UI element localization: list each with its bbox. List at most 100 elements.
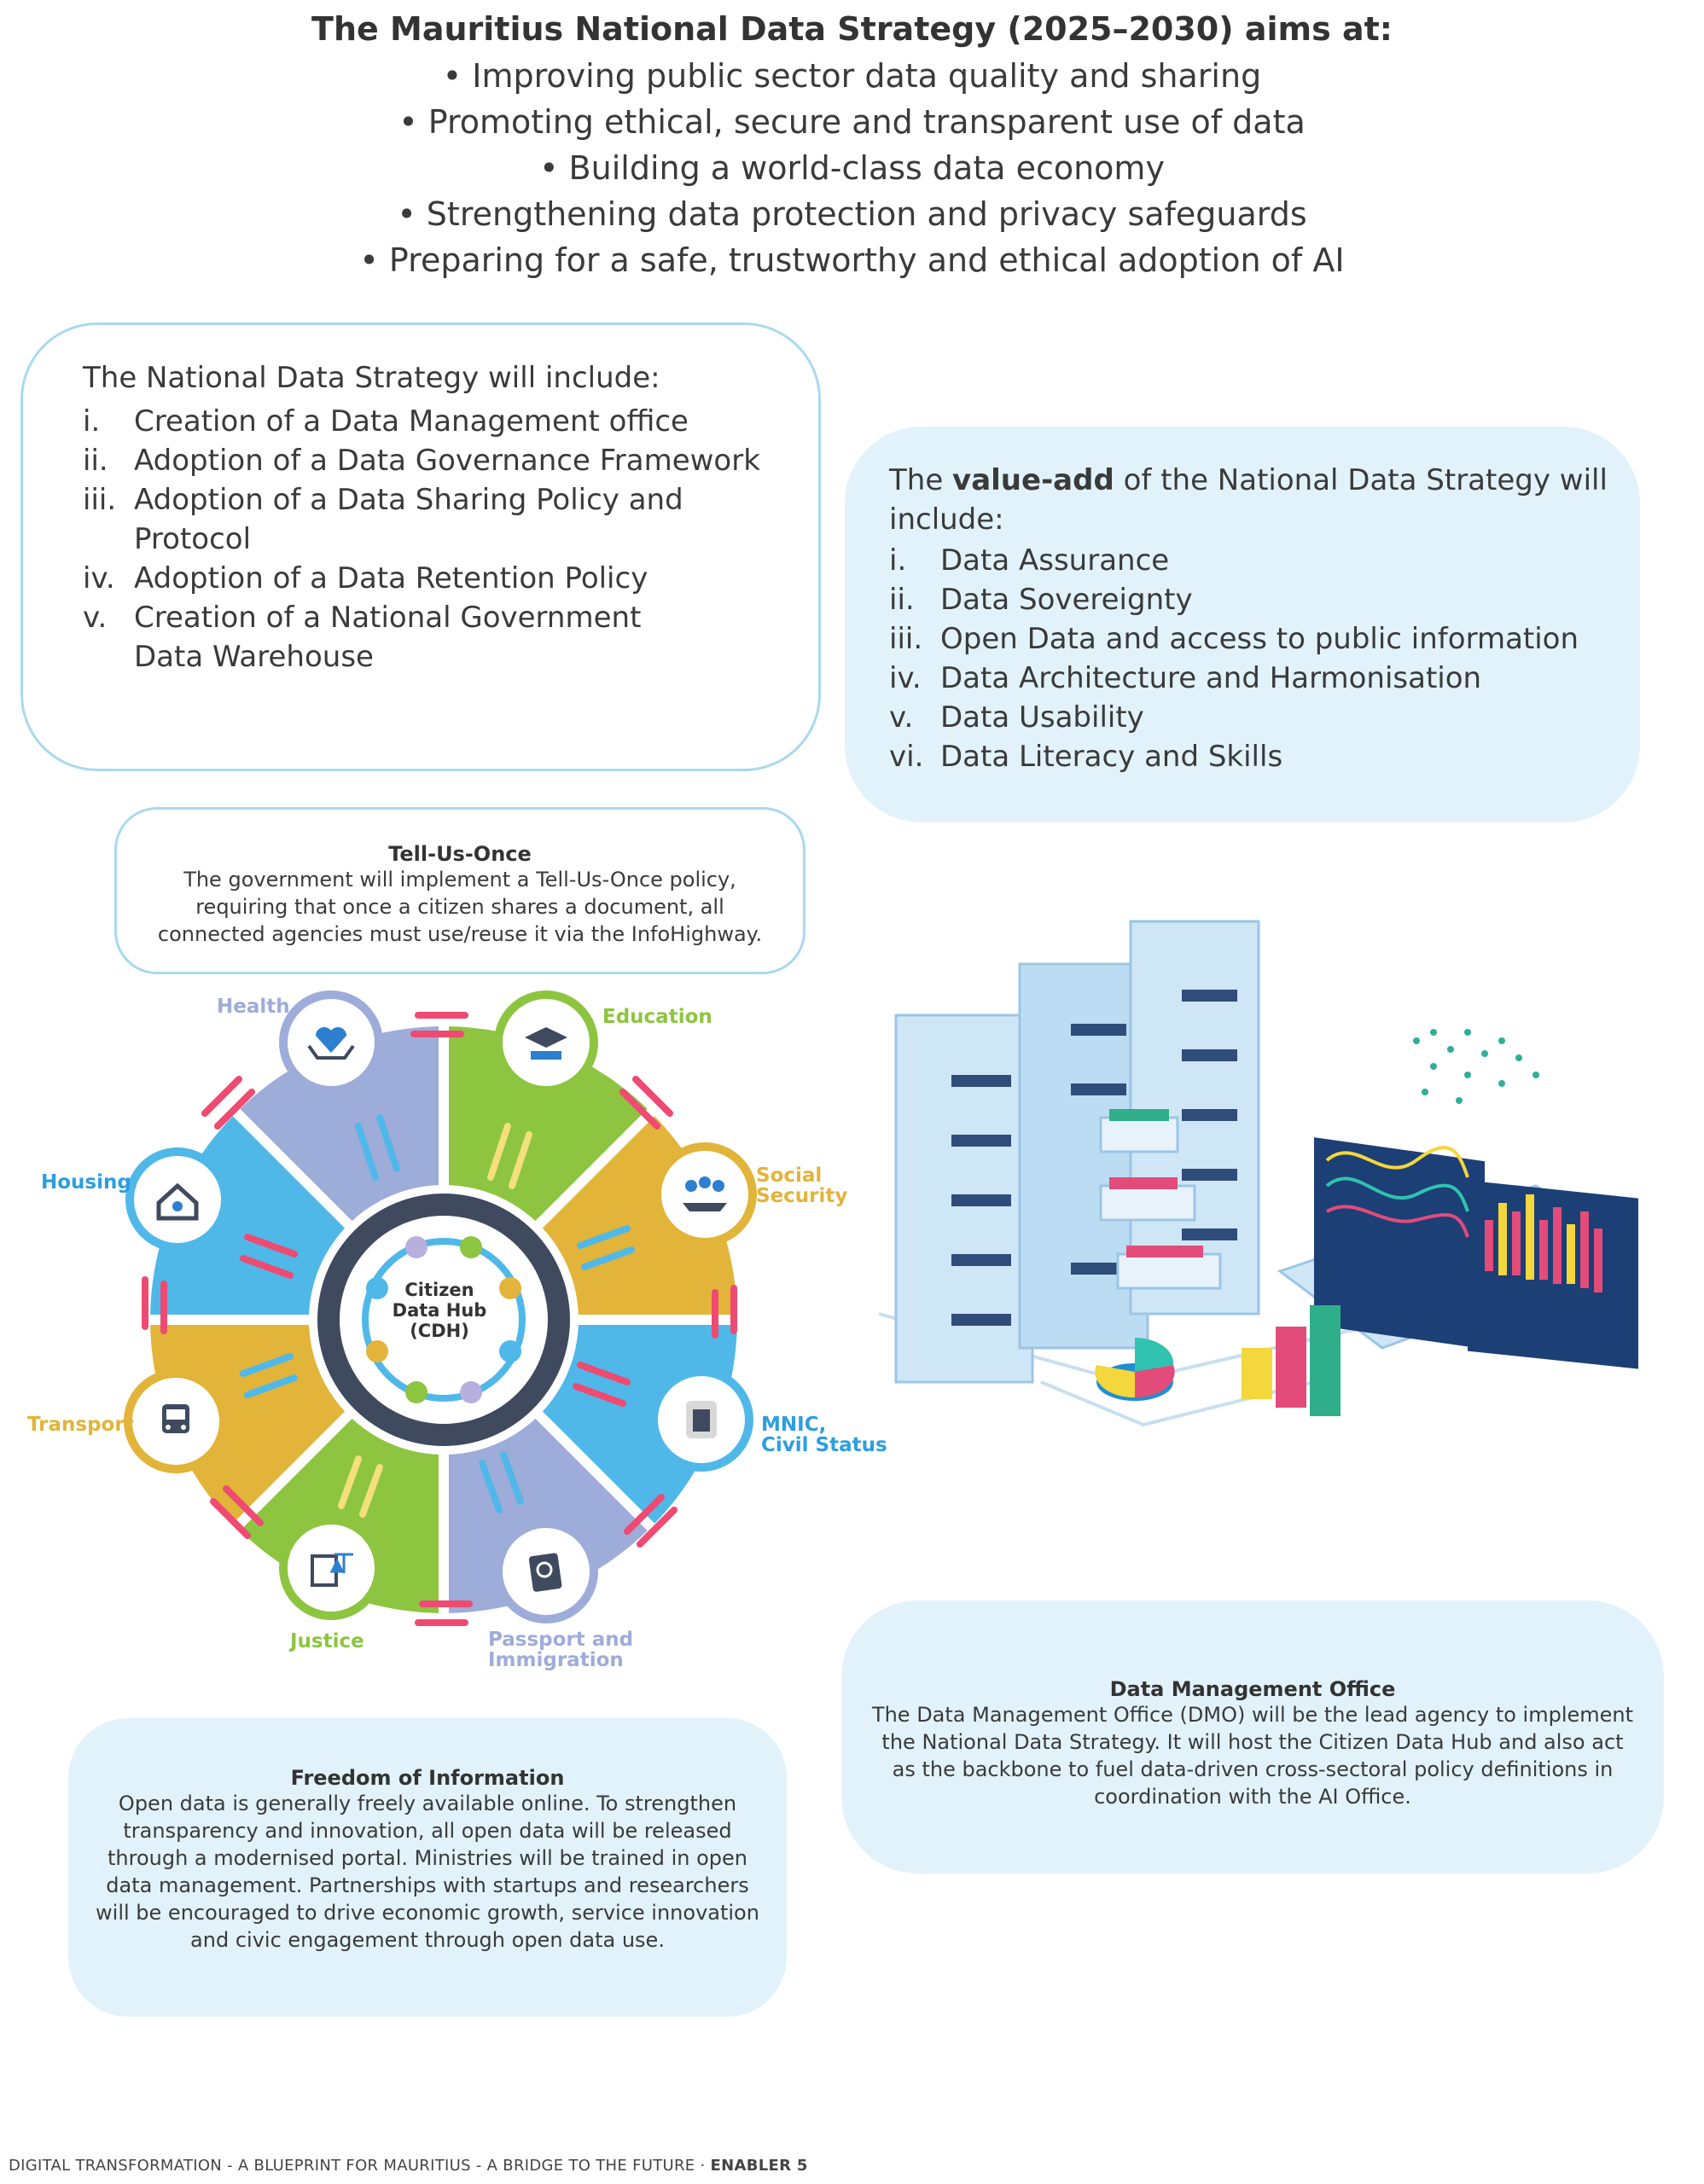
includes-list: i. Creation of a Data Management office i… [83, 402, 800, 677]
item-number: iii. [83, 483, 117, 517]
data-management-office-card: Data Management Office The Data Manageme… [841, 1600, 1664, 1873]
monitor-line-chart [1325, 1146, 1469, 1238]
item-number: v. [889, 700, 914, 735]
hub-inner [340, 1216, 548, 1424]
label-line: MNIC, [761, 1414, 827, 1436]
item-text: Data Architecture and Harmonisation [940, 661, 1482, 695]
outer-exchange-arrows [142, 1012, 737, 1626]
item-text: Data Sovereignty [940, 583, 1193, 617]
item-text: Adoption of a Data Retention Policy [134, 561, 648, 595]
tell-us-once-card: Tell-Us-Once The government will impleme… [114, 807, 805, 974]
bar-columns-icon [1242, 1305, 1341, 1416]
label-transport: Transport [27, 1414, 134, 1436]
social-security-icon [653, 1142, 757, 1246]
hub-label-line: Data Hub [392, 1300, 487, 1321]
hub-orbit-dots [366, 1236, 521, 1403]
label-passport: Passport and Immigration [488, 1629, 633, 1670]
card-title: Data Management Office [1109, 1677, 1396, 1701]
health-icon [279, 990, 383, 1095]
item-text: Data Assurance [940, 543, 1170, 578]
freedom-of-information-card: Freedom of Information Open data is gene… [68, 1718, 787, 2017]
list-item: iii. Open Data and access to public infor… [889, 619, 1623, 659]
item-text: Creation of a National Government Data W… [134, 601, 642, 674]
data-center-illustration [878, 920, 1638, 1427]
inner-exchange-arrows [240, 1114, 635, 1518]
list-item: ii. Adoption of a Data Governance Framewo… [83, 441, 800, 480]
label-education: Education [602, 1006, 712, 1028]
label-mnic: MNIC, Civil Status [761, 1414, 887, 1455]
mnic-icon [649, 1368, 753, 1472]
label-line: Immigration [488, 1649, 624, 1671]
item-number: v. [83, 601, 108, 635]
hub-orbit [362, 1238, 526, 1402]
list-item: i. Creation of a Data Management office [83, 402, 800, 441]
pie-chart-icon [1095, 1338, 1175, 1401]
list-item: ii. Data Sovereignty [889, 580, 1623, 619]
list-item: v. Data Usability [889, 698, 1623, 737]
item-text: Data Usability [940, 700, 1144, 735]
value-add-list: i. Data Assurance ii. Data Sovereignty iii… [889, 541, 1623, 776]
label-line: Passport and [488, 1629, 634, 1651]
data-particles [1413, 1029, 1539, 1104]
label-line: Civil Status [761, 1434, 887, 1456]
label-social-security: Social Security [756, 1165, 847, 1206]
list-item: iii. Adoption of a Data Sharing Policy an… [83, 480, 800, 559]
includes-intro: The National Data Strategy will include: [83, 361, 660, 395]
list-item: v. Creation of a National Government Data… [83, 598, 714, 677]
item-number: i. [889, 543, 907, 578]
list-item: vi.Data Literacy and Skills [889, 737, 1623, 776]
aim-item: • Strengthening data protection and priv… [397, 195, 1307, 233]
item-number: iv. [83, 561, 115, 595]
label-line: Security [756, 1185, 848, 1207]
item-number: iv. [889, 661, 922, 695]
item-text: Creation of a Data Management office [134, 404, 689, 439]
justice-icon [279, 1516, 383, 1620]
intro-text: The [889, 463, 953, 497]
file-drawer-icon [1099, 1109, 1222, 1290]
monitor-bar-chart [1485, 1194, 1602, 1292]
card-title: Tell-Us-Once [388, 842, 532, 866]
hub-label-line: (CDH) [410, 1321, 469, 1341]
citizen-data-hub-wheel [124, 990, 757, 1626]
aim-item: • Improving public sector data quality a… [442, 57, 1262, 95]
footer-bold: ENABLER 5 [710, 2157, 808, 2175]
label-housing: Housing [41, 1171, 131, 1194]
page-title: The Mauritius National Data Strategy (20… [311, 10, 1393, 48]
value-add-box: The value-add of the National Data Strat… [845, 427, 1640, 822]
footer-text: DIGITAL TRANSFORMATION - A BLUEPRINT FOR… [9, 2157, 711, 2175]
hub-label: Citizen Data Hub (CDH) [367, 1280, 512, 1341]
item-text: Adoption of a Data Governance Framework [134, 444, 760, 478]
value-add-intro: The value-add of the National Data Strat… [889, 461, 1623, 539]
server-lights [951, 990, 1237, 1326]
card-title: Freedom of Information [290, 1766, 565, 1790]
item-number: ii. [889, 583, 915, 617]
list-item: i. Data Assurance [889, 541, 1623, 580]
aim-item: • Preparing for a safe, trustworthy and … [359, 241, 1345, 279]
list-item: iv. Adoption of a Data Retention Policy [83, 559, 800, 598]
education-icon [494, 990, 598, 1095]
item-number: iii. [889, 622, 923, 656]
item-number: ii. [83, 444, 108, 478]
card-body: The Data Management Office (DMO) will be… [871, 1703, 1634, 1809]
item-text: Adoption of a Data Sharing Policy and Pr… [134, 483, 683, 556]
intro-text: of the National Data Strategy will inclu… [889, 463, 1608, 537]
item-number: i. [83, 404, 101, 439]
card-body: Open data is generally freely available … [96, 1792, 759, 1952]
hub-label-line: Citizen [404, 1280, 474, 1300]
aims-list: • Improving public sector data quality a… [0, 53, 1704, 283]
item-text: Data Literacy and Skills [940, 740, 1283, 774]
label-health: Health [217, 996, 290, 1018]
passport-icon [494, 1519, 598, 1623]
aim-item: • Promoting ethical, secure and transpar… [398, 103, 1306, 141]
item-text: Open Data and access to public informati… [940, 622, 1579, 656]
page-footer: DIGITAL TRANSFORMATION - A BLUEPRINT FOR… [9, 2157, 808, 2175]
strategy-includes-box: The National Data Strategy will include:… [20, 322, 821, 771]
label-justice: Justice [290, 1630, 364, 1653]
aim-item: • Building a world-class data economy [539, 149, 1165, 187]
card-body: The government will implement a Tell-Us-… [157, 868, 763, 946]
list-item: iv. Data Architecture and Harmonisation [889, 659, 1623, 698]
label-line: Social [756, 1165, 823, 1187]
housing-icon [125, 1147, 230, 1252]
intro-bold-text: value-add [952, 463, 1114, 497]
transport-icon [124, 1369, 228, 1473]
